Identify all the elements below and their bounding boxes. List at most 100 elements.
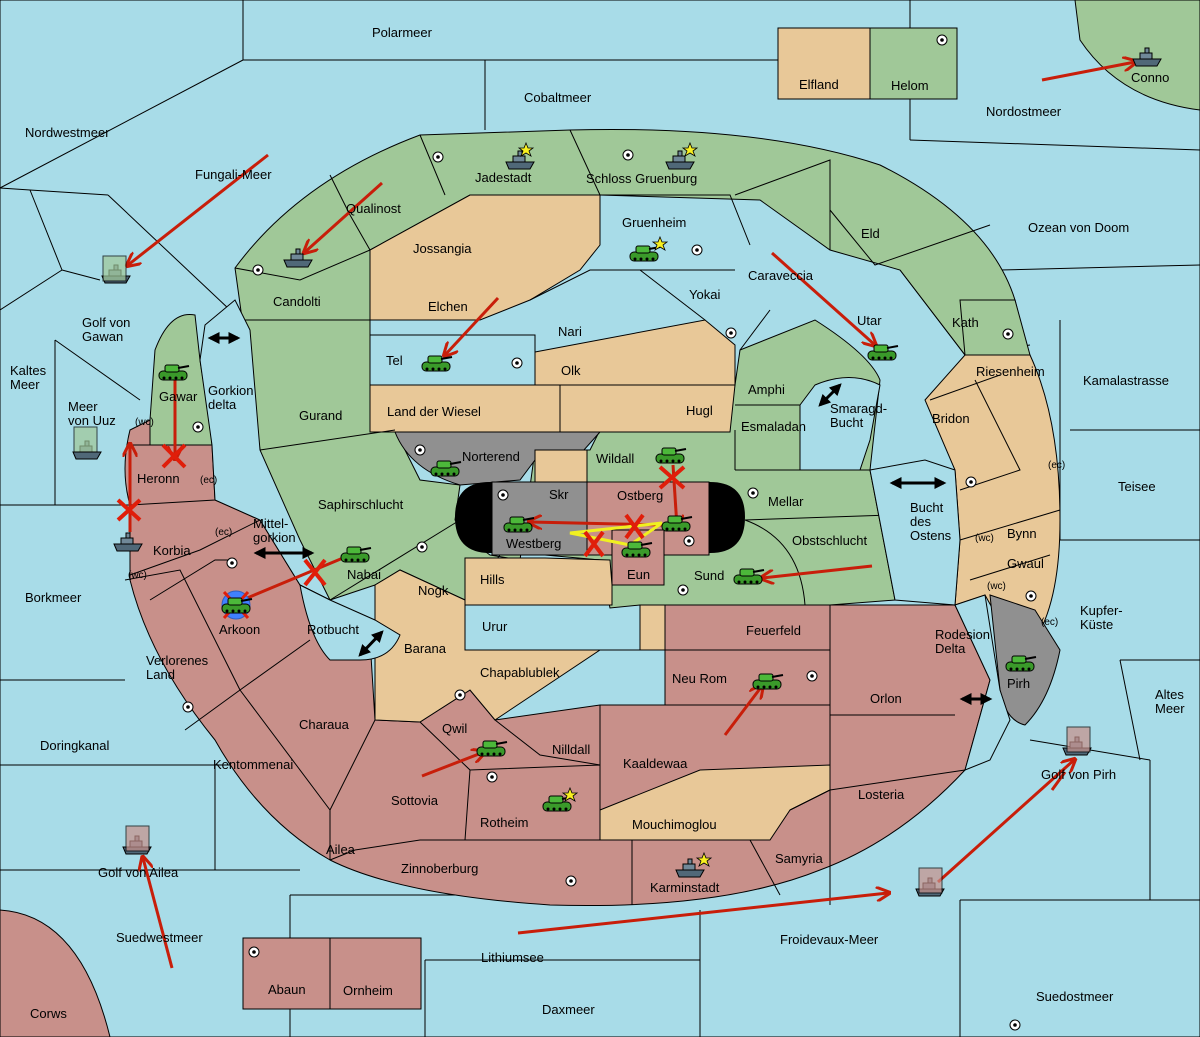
label-losteria: Losteria xyxy=(858,787,905,802)
label-kentommenai: Kentommenai xyxy=(213,757,293,772)
label-olk: Olk xyxy=(561,363,581,378)
label-arkoon: Arkoon xyxy=(219,622,260,637)
label-yokai: Yokai xyxy=(689,287,720,302)
label-orlon: Orlon xyxy=(870,691,902,706)
label-kaaldewaa: Kaaldewaa xyxy=(623,756,688,771)
label-gwaul: Gwaul xyxy=(1007,556,1044,571)
label-rotheim: Rotheim xyxy=(480,815,528,830)
label-daxmeer: Daxmeer xyxy=(542,1002,595,1017)
label-obstschlucht: Obstschlucht xyxy=(792,533,868,548)
sea-labels: Polarmeer Cobaltmeer Nordostmeer Nordwes… xyxy=(10,25,1185,1021)
label-nogk: Nogk xyxy=(418,583,449,598)
region-neutral-north[interactable] xyxy=(369,194,601,321)
label-caraveccia: Caraveccia xyxy=(748,268,814,283)
coast-bynn-ec: (ec) xyxy=(1048,460,1065,471)
label-qwil: Qwil xyxy=(442,721,467,736)
label-nabai: Nabai xyxy=(347,567,381,582)
label-jadestadt: Jadestadt xyxy=(475,170,532,185)
label-amphi: Amphi xyxy=(748,382,785,397)
label-suedwestmeer: Suedwestmeer xyxy=(116,930,203,945)
label-suedostmeer: Suedostmeer xyxy=(1036,989,1114,1004)
label-lithiumsee: Lithiumsee xyxy=(481,950,544,965)
label-eld: Eld xyxy=(861,226,880,241)
label-norterend: Norterend xyxy=(462,449,520,464)
label-feuerfeld: Feuerfeld xyxy=(746,623,801,638)
region-ornheim[interactable] xyxy=(329,937,422,1010)
label-mouchi: Mouchimoglou xyxy=(632,817,717,832)
label-helom: Helom xyxy=(891,78,929,93)
label-ozean-doom: Ozean von Doom xyxy=(1028,220,1129,235)
label-golf-ailea: Golf von Ailea xyxy=(98,865,179,880)
label-gurand: Gurand xyxy=(299,408,342,423)
label-saphir: Saphirschlucht xyxy=(318,497,404,512)
coast-gwaul-ec: (ec) xyxy=(1041,617,1058,628)
label-chapablublek: Chapablublek xyxy=(480,665,560,680)
region-conno[interactable] xyxy=(1074,0,1200,111)
label-wildall: Wildall xyxy=(596,451,634,466)
label-nordwestmeer: Nordwestmeer xyxy=(25,125,110,140)
red-internal-borders xyxy=(124,519,966,905)
label-ornheim: Ornheim xyxy=(343,983,393,998)
failed-order-crosses xyxy=(116,443,686,587)
label-land-wiesel: Land der Wiesel xyxy=(387,404,481,419)
label-doringkanal: Doringkanal xyxy=(40,738,109,753)
bidirectional-arrows xyxy=(207,332,993,705)
east-internal-borders xyxy=(929,374,1061,581)
label-samyria: Samyria xyxy=(775,851,823,866)
label-charaua: Charaua xyxy=(299,717,350,732)
coast-korbia-wc: (wc) xyxy=(128,570,147,581)
label-kamalastrasse: Kamalastrasse xyxy=(1083,373,1169,388)
label-utar: Utar xyxy=(857,313,882,328)
label-rotbucht: Rotbucht xyxy=(307,622,359,637)
label-abaun: Abaun xyxy=(268,982,306,997)
label-pirh: Pirh xyxy=(1007,676,1030,691)
label-fungali: Fungali-Meer xyxy=(195,167,272,182)
label-mellar: Mellar xyxy=(768,494,804,509)
label-nilldall: Nilldall xyxy=(552,742,590,757)
label-froidevaux: Froidevaux-Meer xyxy=(780,932,879,947)
label-hugl: Hugl xyxy=(686,403,713,418)
label-heronn: Heronn xyxy=(137,471,180,486)
label-ostberg: Ostberg xyxy=(617,488,663,503)
label-neu-rom: Neu Rom xyxy=(672,671,727,686)
label-polarmeer: Polarmeer xyxy=(372,25,433,40)
label-sund: Sund xyxy=(694,568,724,583)
region-hugl[interactable] xyxy=(559,384,736,433)
coast-gwaul-wc: (wc) xyxy=(987,581,1006,592)
label-korbia: Korbia xyxy=(153,543,191,558)
label-kupfer: Kupfer-Küste xyxy=(1080,603,1123,632)
label-tel: Tel xyxy=(386,353,403,368)
label-borkmeer: Borkmeer xyxy=(25,590,82,605)
label-bynn: Bynn xyxy=(1007,526,1037,541)
label-eun: Eun xyxy=(627,567,650,582)
region-elfland[interactable] xyxy=(777,27,871,100)
label-riesenheim: Riesenheim xyxy=(976,364,1045,379)
label-urur: Urur xyxy=(482,619,508,634)
coast-heronn-ec: (ec) xyxy=(200,475,217,486)
label-nari: Nari xyxy=(558,324,582,339)
label-smaragd: Smaragd-Bucht xyxy=(830,401,887,430)
label-schloss: Schloss Gruenburg xyxy=(586,171,697,186)
label-gawar: Gawar xyxy=(159,389,198,404)
label-karminstadt: Karminstadt xyxy=(650,880,720,895)
coast-gawar-wc: (wc) xyxy=(135,417,154,428)
label-candolti: Candolti xyxy=(273,294,321,309)
land-labels: Elfland Helom Conno Jadestadt Schloss Gr… xyxy=(137,70,1169,998)
label-jossangia: Jossangia xyxy=(413,241,472,256)
label-conno: Conno xyxy=(1131,70,1169,85)
label-westberg: Westberg xyxy=(506,536,561,551)
label-elchen: Elchen xyxy=(428,299,468,314)
label-corws: Corws xyxy=(30,1006,67,1021)
label-teisee: Teisee xyxy=(1118,479,1156,494)
units xyxy=(72,47,1162,897)
coast-bynn-wc: (wc) xyxy=(975,533,994,544)
sea-bucht-des-ostens[interactable] xyxy=(869,459,961,606)
label-golf-pirh: Golf von Pirh xyxy=(1041,767,1116,782)
